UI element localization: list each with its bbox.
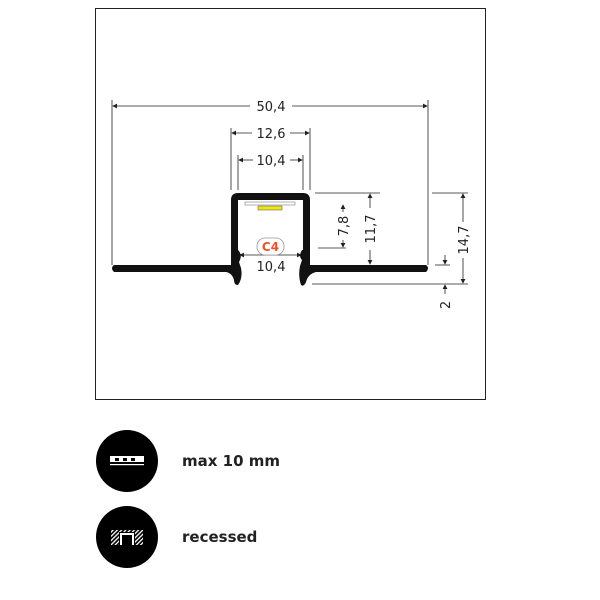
legend-item-strip-width: max 10 mm bbox=[96, 430, 280, 492]
dim-inner-channel: 10,4 bbox=[257, 154, 286, 169]
dimension-lines bbox=[112, 103, 466, 294]
extension-lines bbox=[111, 100, 468, 285]
led-chip bbox=[257, 205, 283, 211]
dim-outer-channel: 12,6 bbox=[257, 127, 286, 142]
dim-led-depth: 7,8 bbox=[337, 216, 352, 237]
recessed-mount-icon bbox=[96, 506, 158, 568]
dim-flange: 2 bbox=[439, 301, 454, 309]
profile-drawing: 50,4 12,6 10,4 10,4 7,8 11,7 14,7 2 C4 bbox=[111, 100, 472, 309]
profile-code-badge bbox=[256, 237, 285, 256]
drawing-frame bbox=[95, 8, 486, 400]
dim-overall-width: 50,4 bbox=[257, 100, 286, 115]
legend-item-mounting: recessed bbox=[96, 506, 257, 568]
dim-total-height: 14,7 bbox=[457, 226, 472, 255]
legend-label: max 10 mm bbox=[182, 452, 281, 470]
dim-opening: 10,4 bbox=[257, 260, 286, 275]
led-strip-icon bbox=[96, 430, 158, 492]
legend-label: recessed bbox=[182, 528, 258, 546]
dim-channel-depth: 11,7 bbox=[364, 215, 379, 244]
profile-code: C4 bbox=[262, 240, 279, 254]
diffuser-strip bbox=[244, 201, 296, 206]
